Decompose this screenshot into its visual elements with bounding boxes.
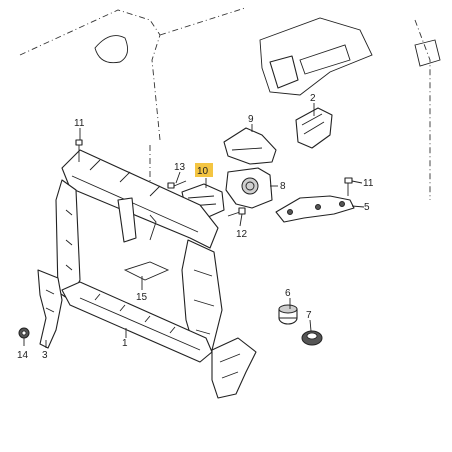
part-5-bracket — [275, 195, 355, 223]
callout-12: 12 — [236, 229, 248, 240]
part-3-side-bracket — [37, 269, 63, 349]
callout-8: 8 — [280, 181, 286, 192]
bolt-13 — [167, 180, 187, 189]
callout-10: 10 — [197, 166, 209, 177]
callout-9: 9 — [248, 114, 254, 125]
leader-lines — [23, 103, 365, 348]
bolt-11-right — [344, 177, 353, 196]
callout-5: 5 — [364, 202, 370, 213]
callout-11b: 11 — [363, 178, 374, 189]
body-phantom-top — [159, 7, 246, 36]
part-14-clip — [18, 327, 30, 339]
callout-15: 15 — [136, 292, 148, 303]
part-1-lock-carrier — [55, 149, 257, 399]
part-7-grommet — [301, 330, 323, 346]
callout-11a: 11 — [74, 118, 85, 129]
callout-13: 13 — [174, 162, 186, 173]
callout-2: 2 — [310, 93, 316, 104]
callout-7: 7 — [306, 310, 312, 321]
callout-14: 14 — [17, 350, 29, 361]
highlight-box — [195, 163, 213, 177]
body-phantom-left — [19, 9, 161, 141]
part-8-housing — [225, 167, 273, 209]
upper-right-bracket — [259, 17, 441, 96]
body-phantom-right — [414, 19, 431, 200]
callout-6: 6 — [285, 288, 291, 299]
callout-1: 1 — [122, 338, 128, 349]
part-9-cover — [223, 127, 277, 165]
part-6-bushing — [278, 304, 298, 325]
part-2-bracket — [295, 107, 333, 149]
bolt-11-left — [75, 139, 83, 162]
reservoir-outline — [94, 35, 129, 64]
bolt-12 — [227, 207, 246, 217]
callout-3: 3 — [42, 350, 48, 361]
